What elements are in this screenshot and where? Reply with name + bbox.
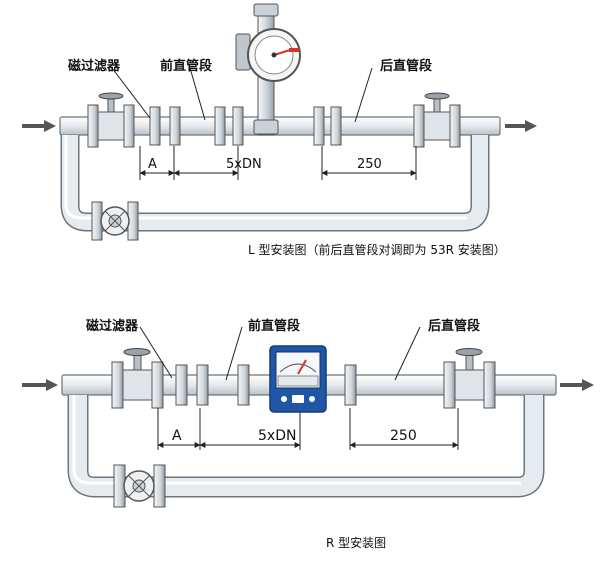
caption-l-type: L 型安装图（前后直管段对调即为 53R 安装图） bbox=[248, 242, 506, 257]
front-straight-flange-top bbox=[214, 106, 244, 146]
label-rear-straight-bottom: 后直管段 bbox=[428, 318, 480, 334]
label-magnetic-filter-bottom: 磁过滤器 bbox=[86, 318, 139, 334]
rear-straight-flange-top bbox=[313, 106, 342, 146]
outlet-valve-bottom bbox=[443, 348, 496, 409]
bypass-valve-top bbox=[91, 201, 139, 241]
front-straight-flange-bottom bbox=[237, 364, 250, 406]
r-type-diagram: 磁过滤器 前直管段 后直管段 A 5xDN 250 R 型安装图 bbox=[22, 318, 594, 550]
inlet-arrow-top bbox=[22, 120, 56, 132]
inlet-valve-top bbox=[87, 92, 135, 148]
bypass-valve-bottom bbox=[113, 464, 166, 508]
dim-250-top: 250 bbox=[357, 157, 382, 172]
inlet-arrow-bottom bbox=[22, 379, 58, 391]
l-type-diagram: 磁过滤器 前直管段 后直管段 A 5xDN 250 L 型安装图（前后直管段对调… bbox=[22, 3, 537, 257]
label-front-straight-top: 前直管段 bbox=[160, 58, 212, 74]
label-front-straight-bottom: 前直管段 bbox=[248, 318, 300, 334]
label-magnetic-filter-top: 磁过滤器 bbox=[68, 58, 121, 74]
inlet-valve-bottom bbox=[111, 348, 164, 409]
magnetic-filter-bottom bbox=[175, 364, 209, 406]
outlet-arrow-top bbox=[505, 120, 537, 132]
label-rear-straight-top: 后直管段 bbox=[380, 58, 432, 74]
rear-straight-flange-bottom bbox=[344, 364, 357, 406]
caption-r-type: R 型安装图 bbox=[326, 535, 386, 550]
flowmeter-l-type bbox=[235, 3, 301, 136]
flowmeter-r-type bbox=[269, 345, 327, 413]
magnetic-filter-top bbox=[149, 106, 181, 146]
dim-5xdn-top: 5xDN bbox=[226, 157, 262, 172]
dim-a-top: A bbox=[148, 157, 157, 172]
dim-250-bottom: 250 bbox=[390, 428, 417, 444]
outlet-valve-top bbox=[413, 92, 461, 148]
dim-a-bottom: A bbox=[172, 428, 182, 444]
dim-5xdn-bottom: 5xDN bbox=[258, 428, 296, 444]
outlet-arrow-bottom bbox=[560, 379, 594, 391]
